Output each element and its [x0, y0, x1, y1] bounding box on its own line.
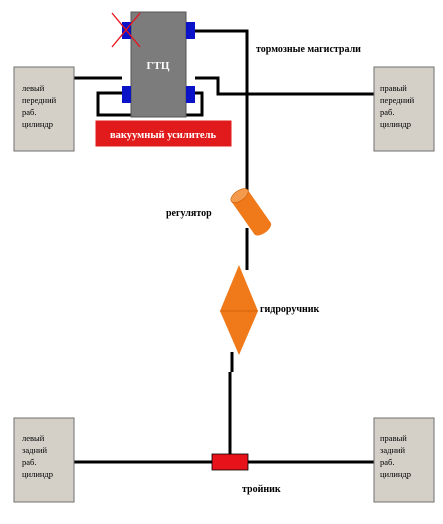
front-left-line-1: левый	[22, 83, 45, 93]
rear-left-line-1: левый	[22, 433, 45, 443]
port-top-right	[186, 22, 195, 39]
brake-lines	[62, 29, 378, 464]
front-right-line-2: передний	[380, 95, 415, 105]
wheel-cylinder-front-left: левый передний раб. цилиндр	[13, 66, 75, 152]
regulator	[230, 188, 272, 236]
line-front-left-2	[68, 76, 122, 93]
tee-fitting	[211, 453, 249, 471]
master-cylinder: ГТЦ	[111, 11, 195, 118]
line-mc-top	[192, 29, 249, 210]
rear-right-line-2: задний	[380, 445, 406, 455]
front-left-line-4: цилиндр	[22, 119, 53, 129]
wheel-cylinder-rear-right: правый задний раб. цилиндр	[373, 417, 435, 503]
port-bottom-left	[122, 86, 131, 103]
port-bottom-right	[186, 86, 195, 103]
wheel-cylinder-rear-left: левый задний раб. цилиндр	[13, 417, 75, 503]
front-left-line-3: раб.	[22, 107, 36, 117]
rear-left-line-2: задний	[22, 445, 48, 455]
hydraulic-handbrake	[220, 265, 258, 355]
line-front-right	[195, 76, 378, 96]
hydraulic-handbrake-label: гидроручник	[260, 304, 320, 315]
rear-right-line-3: раб.	[380, 457, 394, 467]
plugged-port-cross-icon	[111, 12, 141, 48]
front-right-line-4: цилиндр	[380, 119, 411, 129]
vacuum-booster-label: вакуумный усилитель	[110, 130, 217, 141]
front-left-line-2: передний	[22, 95, 57, 105]
brake-lines-label: тормозные магистрали	[256, 44, 361, 55]
rear-right-line-1: правый	[380, 433, 407, 443]
rear-left-line-3: раб.	[22, 457, 36, 467]
tee-label: тройник	[242, 484, 281, 495]
front-right-line-1: правый	[380, 83, 407, 93]
regulator-label: регулятор	[166, 208, 212, 219]
master-cylinder-label: ГТЦ	[147, 60, 170, 72]
rear-right-line-4: цилиндр	[380, 469, 411, 479]
front-right-line-3: раб.	[380, 107, 394, 117]
wheel-cylinder-front-right: правый передний раб. цилиндр	[373, 66, 435, 152]
rear-left-line-4: цилиндр	[22, 469, 53, 479]
vacuum-booster: вакуумный усилитель	[94, 119, 233, 148]
